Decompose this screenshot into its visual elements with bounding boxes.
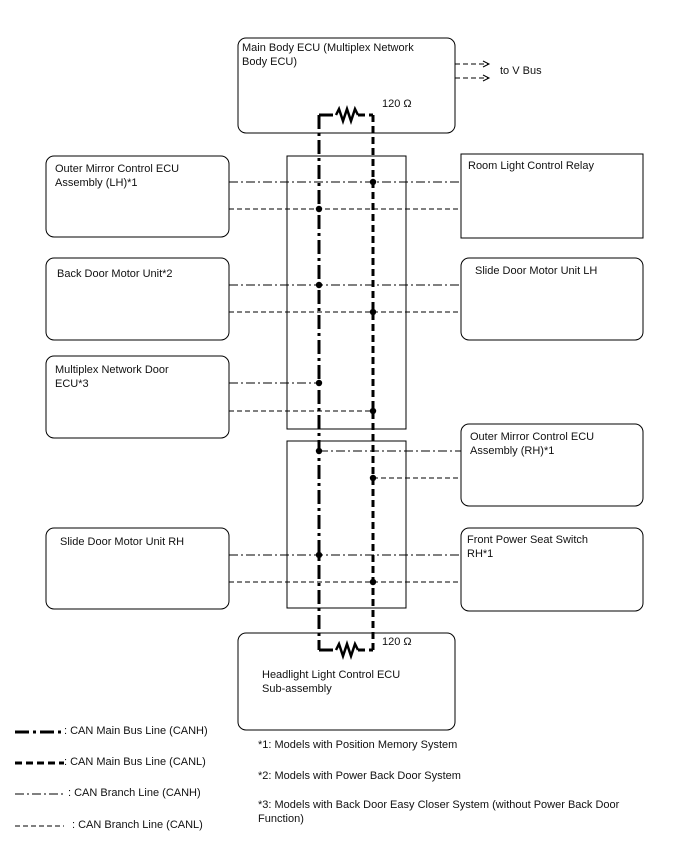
canl-main-bus (358, 113, 375, 652)
headlight-ecu-label: Headlight Light Control ECU Sub-assembly (262, 669, 401, 695)
terminating-resistor-top (334, 105, 360, 125)
canl-branch-lines (229, 208, 461, 583)
main-body-ecu-label: Main Body ECU (Multiplex Network Body EC… (242, 42, 414, 68)
outer-mirror-rh-box (460, 423, 644, 507)
back-door-motor-box (45, 257, 230, 341)
legend-canh-branch: : CAN Branch Line (CANH) (68, 787, 201, 799)
legend-canl-branch: : CAN Branch Line (CANL) (72, 819, 203, 831)
note-1: *1: Models with Position Memory System (258, 739, 458, 751)
slide-door-rh-label: Slide Door Motor Unit RH (60, 536, 185, 548)
resistor-bottom-label: 120 Ω (382, 636, 412, 648)
legend-samples (15, 730, 64, 827)
back-door-motor-label: Back Door Motor Unit*2 (57, 268, 173, 280)
terminating-resistor-bottom (334, 640, 360, 660)
front-power-seat-box (460, 527, 644, 612)
outer-mirror-rh-label: Outer Mirror Control ECU Assembly (RH)*1 (470, 431, 595, 457)
canh-branch-lines (229, 181, 461, 556)
to-v-bus-arrows (455, 60, 491, 82)
room-light-relay-box (460, 153, 644, 239)
legend-canh-main: : CAN Main Bus Line (CANH) (64, 725, 208, 737)
multiplex-door-ecu-label: Multiplex Network Door ECU*3 (55, 364, 169, 390)
front-power-seat-label: Front Power Seat Switch RH*1 (467, 534, 589, 560)
headlight-ecu-box (237, 632, 456, 731)
slide-door-lh-box (460, 257, 644, 341)
main-body-ecu-box (237, 37, 456, 134)
slide-door-rh-box (45, 527, 230, 610)
slide-door-lh-label: Slide Door Motor Unit LH (475, 265, 598, 277)
junction-connector-1 (286, 155, 407, 430)
room-light-relay-label: Room Light Control Relay (468, 160, 594, 172)
canh-main-bus (317, 113, 336, 652)
note-2: *2: Models with Power Back Door System (258, 770, 461, 782)
note-3: *3: Models with Back Door Easy Closer Sy… (258, 799, 620, 825)
resistor-top-label: 120 Ω (382, 98, 412, 110)
junction-dots (315, 178, 377, 586)
to-v-bus-label: to V Bus (500, 65, 542, 77)
legend-canl-main: : CAN Main Bus Line (CANL) (64, 756, 206, 768)
junction-connector-2 (286, 440, 407, 609)
outer-mirror-lh-label: Outer Mirror Control ECU Assembly (LH)*1 (55, 163, 180, 189)
outer-mirror-lh-box (45, 155, 230, 238)
multiplex-door-ecu-box (45, 355, 230, 439)
